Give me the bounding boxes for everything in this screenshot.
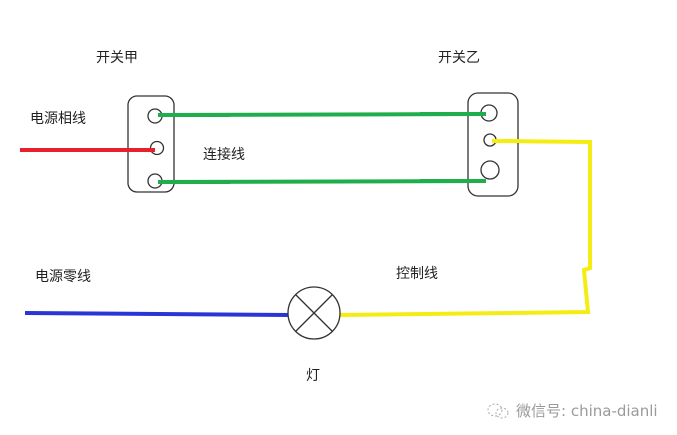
- control-wire: [339, 139, 592, 317]
- wechat-icon: [487, 403, 509, 418]
- lamp-icon: [287, 286, 341, 340]
- switch-b-body: [467, 92, 519, 197]
- switch-b-terminal-3: [480, 160, 500, 180]
- switch-a-body: [127, 95, 175, 193]
- watermark-text: 微信号: china-dianli: [516, 402, 658, 420]
- watermark: 微信号: china-dianli: [486, 400, 658, 421]
- live-wire-label: 电源相线: [30, 111, 86, 127]
- lamp-label: 灯: [306, 368, 320, 384]
- switch-b-label: 开关乙: [438, 50, 480, 66]
- connecting-wire-label: 连接线: [203, 147, 245, 163]
- switch-a-label: 开关甲: [96, 50, 138, 66]
- control-wire-label: 控制线: [396, 266, 438, 282]
- neutral-wire-label: 电源零线: [35, 269, 91, 285]
- neutral-wire: [24, 311, 291, 317]
